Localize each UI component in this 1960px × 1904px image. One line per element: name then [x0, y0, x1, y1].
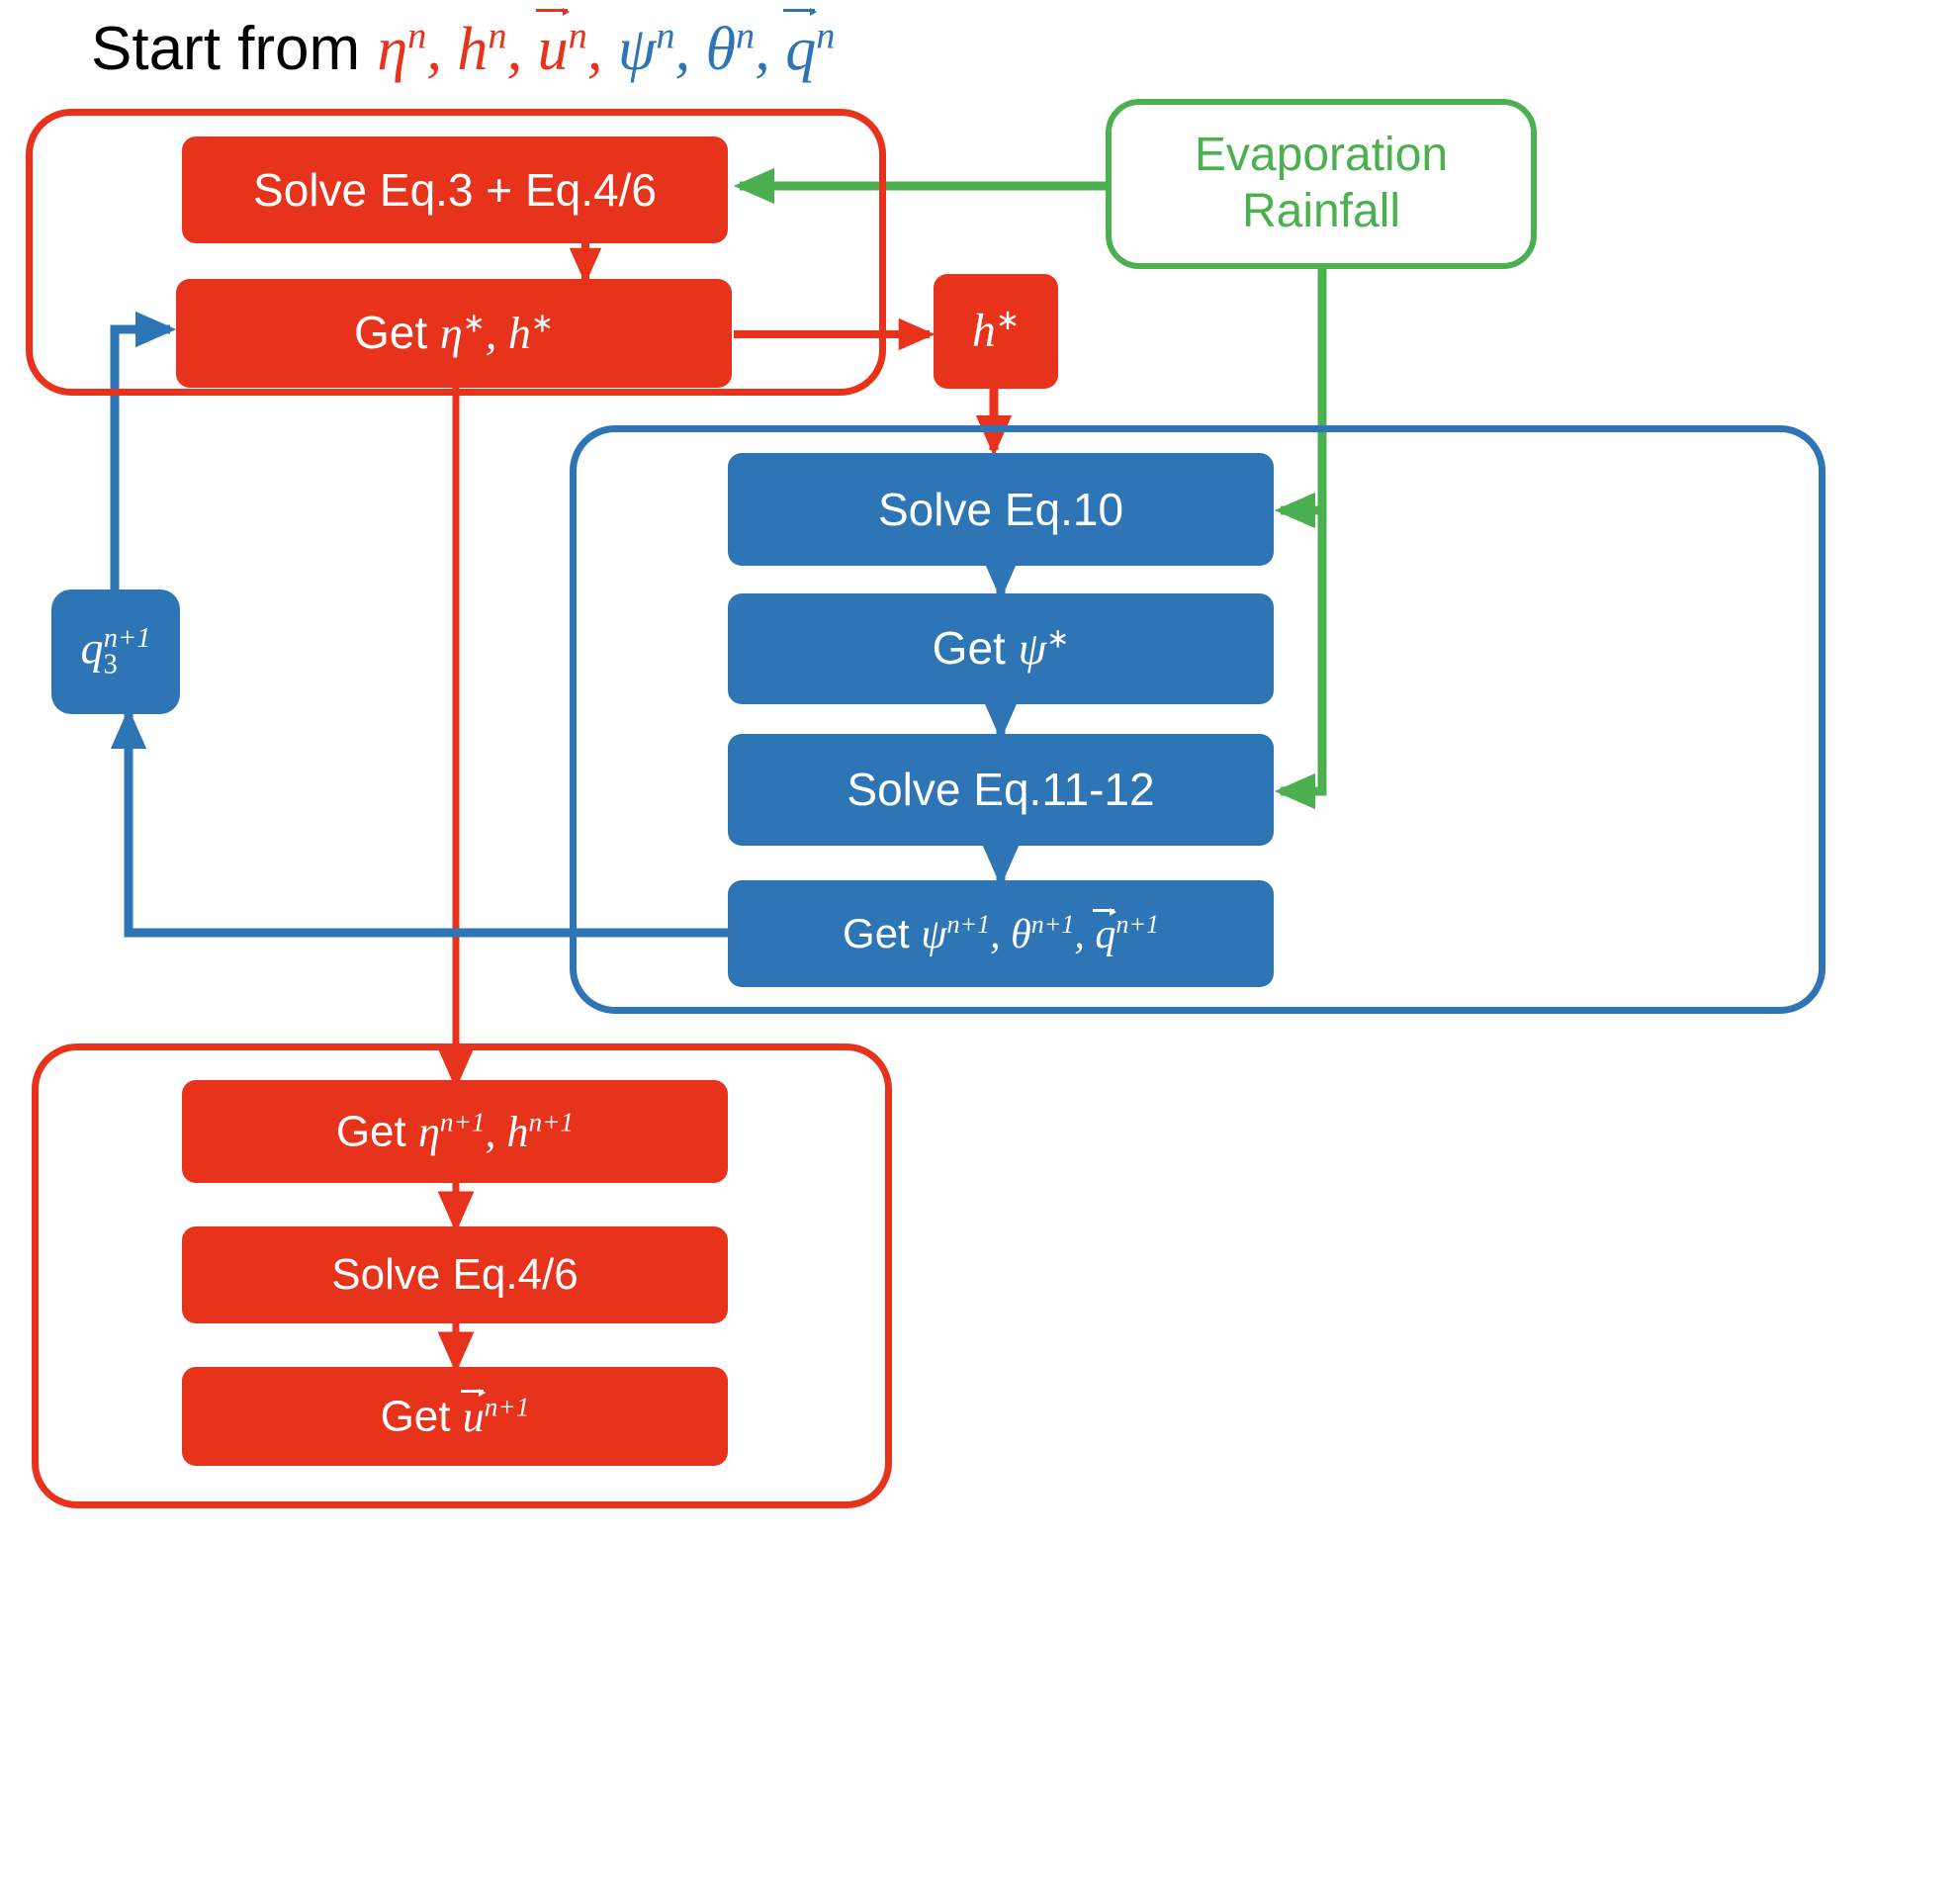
box-solve-eq3-eq46-label: Solve Eq.3 + Eq.4/6 — [253, 163, 657, 216]
box-q3-np1-label: q3n+1 — [80, 622, 151, 680]
arrow-evap-to-eq11 — [1274, 510, 1327, 810]
box-solve-eq46[interactable]: Solve Eq.4/6 — [182, 1226, 728, 1323]
rainfall-label: Rainfall — [1241, 185, 1401, 237]
group-shallow-water-top — [26, 109, 886, 396]
box-get-psi-star-label: Get ψ∗ — [932, 622, 1070, 675]
box-h-star-label: h∗ — [971, 305, 1021, 358]
group-moisture — [570, 425, 1826, 1014]
box-solve-eq10[interactable]: Solve Eq.10 — [728, 453, 1274, 566]
box-get-psi-theta-q-np1-label: Get ψn+1, θn+1, qn+1 — [843, 907, 1159, 957]
arrow-get-psi-np1-to-q3 — [110, 707, 728, 938]
arrow-q3-to-get-eta-star — [110, 311, 177, 589]
box-q3-np1[interactable]: q3n+1 — [51, 589, 180, 714]
title-var-psi-n: ψn — [617, 15, 675, 83]
box-h-star[interactable]: h∗ — [934, 274, 1058, 389]
title-comma-2: , — [506, 16, 538, 83]
box-get-eta-star-h-star[interactable]: Get η∗, h∗ — [176, 279, 732, 388]
box-solve-eq10-label: Solve Eq.10 — [877, 483, 1124, 535]
title-prefix: Start from — [91, 15, 361, 83]
title-var-theta-n: θn — [705, 15, 756, 83]
title-comma-1: , — [426, 16, 458, 83]
title-var-h-n: hn — [457, 15, 507, 83]
box-get-psi-star[interactable]: Get ψ∗ — [728, 593, 1274, 704]
group-shallow-water-bottom — [32, 1043, 892, 1508]
box-evaporation-rainfall[interactable]: Evaporation Rainfall — [1106, 99, 1537, 269]
evaporation-label: Evaporation — [1194, 129, 1449, 182]
box-get-eta-h-np1-label: Get ηn+1, hn+1 — [335, 1107, 575, 1156]
title-var-u-vec-n: un — [535, 7, 587, 83]
title-comma-5: , — [755, 16, 786, 83]
box-get-u-np1-label: Get un+1 — [380, 1389, 530, 1441]
title-comma-3: , — [586, 16, 618, 83]
box-solve-eq11-12-label: Solve Eq.11-12 — [846, 764, 1155, 816]
title-comma-4: , — [674, 16, 706, 83]
title-var-eta-n: ηn — [377, 15, 427, 83]
box-get-eta-star-h-star-label: Get η∗, h∗ — [353, 307, 554, 359]
page-title: Start from ηn, hn, un, ψn, θn, qn — [91, 7, 835, 85]
box-solve-eq3-eq46[interactable]: Solve Eq.3 + Eq.4/6 — [182, 136, 728, 243]
title-var-q-vec-n: qn — [783, 7, 835, 83]
box-solve-eq11-12[interactable]: Solve Eq.11-12 — [728, 734, 1274, 846]
box-get-psi-theta-q-np1[interactable]: Get ψn+1, θn+1, qn+1 — [728, 880, 1274, 987]
box-solve-eq46-label: Solve Eq.4/6 — [331, 1249, 579, 1299]
box-get-u-np1[interactable]: Get un+1 — [182, 1367, 728, 1466]
box-get-eta-h-np1[interactable]: Get ηn+1, hn+1 — [182, 1080, 728, 1183]
